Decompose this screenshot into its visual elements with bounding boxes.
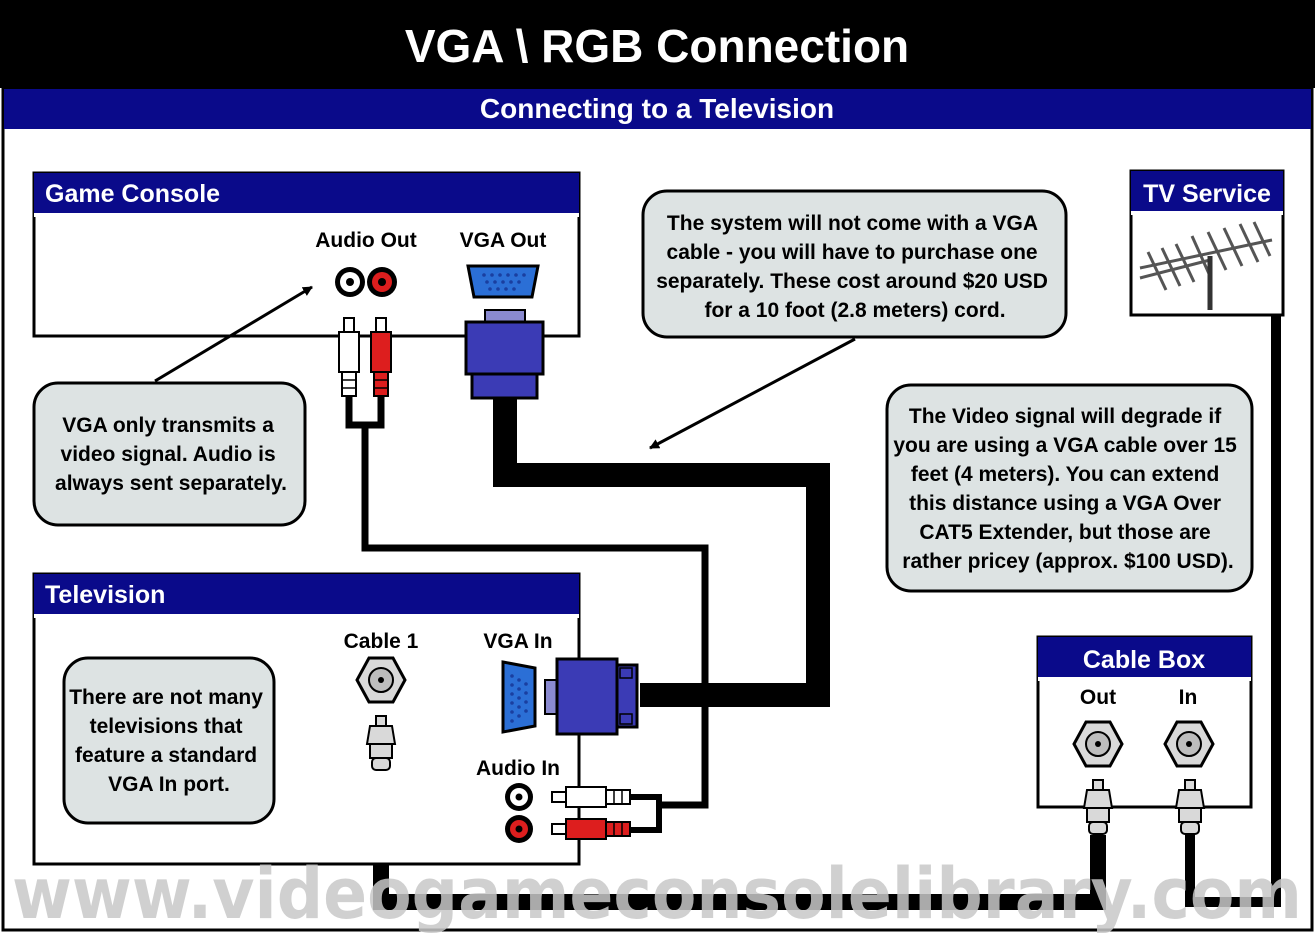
game-console-title: Game Console: [45, 180, 220, 208]
page-subtitle: Connecting to a Television: [480, 93, 834, 124]
arrow-icon: [649, 337, 856, 450]
vga-port-icon: [466, 264, 540, 299]
audio-cable: [345, 397, 709, 809]
rca-jack-icon: [505, 815, 533, 843]
antenna-icon: [1139, 221, 1273, 310]
rca-jack-icon: [367, 267, 397, 297]
watermark: www.videogameconsolelibrary.com: [12, 853, 1302, 933]
note-audio-separate-text: VGA only transmits a video signal. Audio…: [55, 414, 287, 495]
coax-port-icon: [1072, 720, 1124, 768]
note-vga-cable: [641, 189, 1068, 339]
coax-port-icon: [1163, 720, 1215, 768]
game-console-header: [34, 173, 579, 215]
television-title: Television: [45, 581, 165, 609]
rca-plug-icon: [551, 786, 631, 808]
coax-port-icon: [355, 656, 407, 704]
rca-plug-icon: [370, 317, 392, 397]
title-bar: [0, 0, 1315, 88]
cable1-label: Cable 1: [344, 630, 419, 653]
note-vga-cable-text: The system will not come with a VGA cabl…: [656, 212, 1054, 322]
rca-plug-icon: [551, 818, 631, 840]
vga-port-icon: [501, 660, 537, 734]
rca-jack-icon: [335, 267, 365, 297]
subtitle-bar: [4, 89, 1311, 129]
coax-plug-icon: [1174, 779, 1206, 835]
vga-in-label: VGA In: [483, 630, 552, 653]
cable-box-title: Cable Box: [1083, 646, 1205, 674]
cable-box-out-label: Out: [1080, 686, 1116, 709]
television-header: [34, 574, 579, 616]
coax-cable-antenna: [1185, 315, 1281, 907]
arrow-icon: [154, 285, 313, 383]
page-title: VGA \ RGB Connection: [405, 20, 909, 72]
coax-plug-icon: [365, 715, 397, 771]
vga-cable: [493, 398, 830, 707]
vga-plug-icon: [464, 309, 545, 400]
cable-box-header: [1038, 637, 1251, 679]
tv-service-title: TV Service: [1143, 180, 1271, 208]
audio-in-cable-split: [630, 794, 662, 833]
note-signal-degrade: [885, 383, 1254, 593]
note-audio-separate: [32, 381, 307, 527]
vga-plug-icon: [544, 657, 639, 736]
coax-plug-icon: [1082, 779, 1114, 835]
rca-jack-icon: [505, 783, 533, 811]
rca-plug-icon: [338, 317, 360, 397]
note-tv-vga: [62, 656, 276, 825]
cable-box-in-label: In: [1179, 686, 1198, 709]
tv-service-header: [1131, 171, 1283, 213]
audio-out-label: Audio Out: [315, 229, 416, 252]
note-tv-vga-text: There are not many televisions that feat…: [69, 686, 269, 796]
vga-out-label: VGA Out: [460, 229, 547, 252]
audio-in-label: Audio In: [476, 757, 560, 780]
note-signal-degrade-text: The Video signal will degrade if you are…: [893, 405, 1242, 573]
